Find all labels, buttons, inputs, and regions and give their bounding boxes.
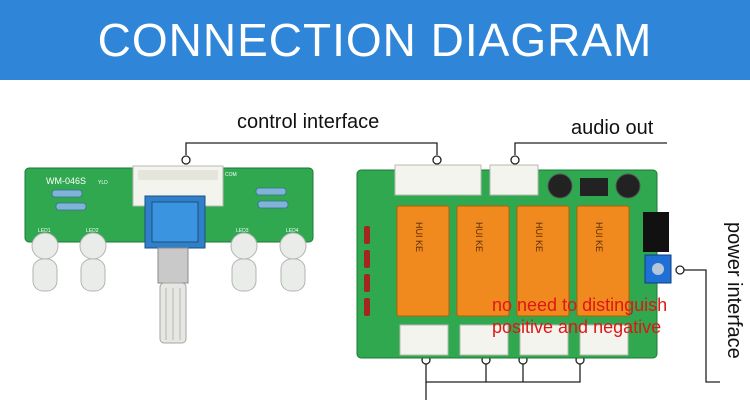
power-interface-leader [675, 265, 720, 383]
board-model-label: WM-046S [46, 176, 86, 186]
header-banner: CONNECTION DIAGRAM [0, 0, 750, 80]
led-label: LED3 [236, 228, 249, 234]
relay-marking: HUI KE [474, 222, 484, 252]
relay-marking: HUI KE [594, 222, 604, 252]
led-label: LED1 [38, 228, 51, 234]
led [31, 232, 307, 292]
control-interface-leader [181, 142, 442, 165]
audio-out-leader [510, 142, 667, 165]
com-label: COM [225, 172, 237, 178]
polarity-note-line1: no need to distinguish [492, 295, 668, 315]
sw-label: SW [205, 256, 213, 262]
audio-out-label: audio out [571, 117, 654, 139]
relay [396, 205, 630, 317]
resistor [51, 187, 289, 211]
control-interface-label: control interface [237, 111, 380, 133]
relay-marking: HUI KE [534, 222, 544, 252]
board-model-suffix: YLD [98, 180, 108, 186]
power-interface-label: power interface [723, 222, 745, 359]
right-relay-board [356, 164, 672, 359]
led-label: LED4 [286, 228, 299, 234]
output-terminals-leader [421, 355, 585, 400]
left-control-board [24, 165, 314, 344]
output-connector [399, 324, 629, 356]
page-title: CONNECTION DIAGRAM [97, 14, 653, 66]
diode [364, 226, 370, 316]
relay-marking: HUI KE [414, 222, 424, 252]
polarity-note-line2: positive and negative [492, 317, 662, 337]
led-label: LED2 [86, 228, 99, 234]
